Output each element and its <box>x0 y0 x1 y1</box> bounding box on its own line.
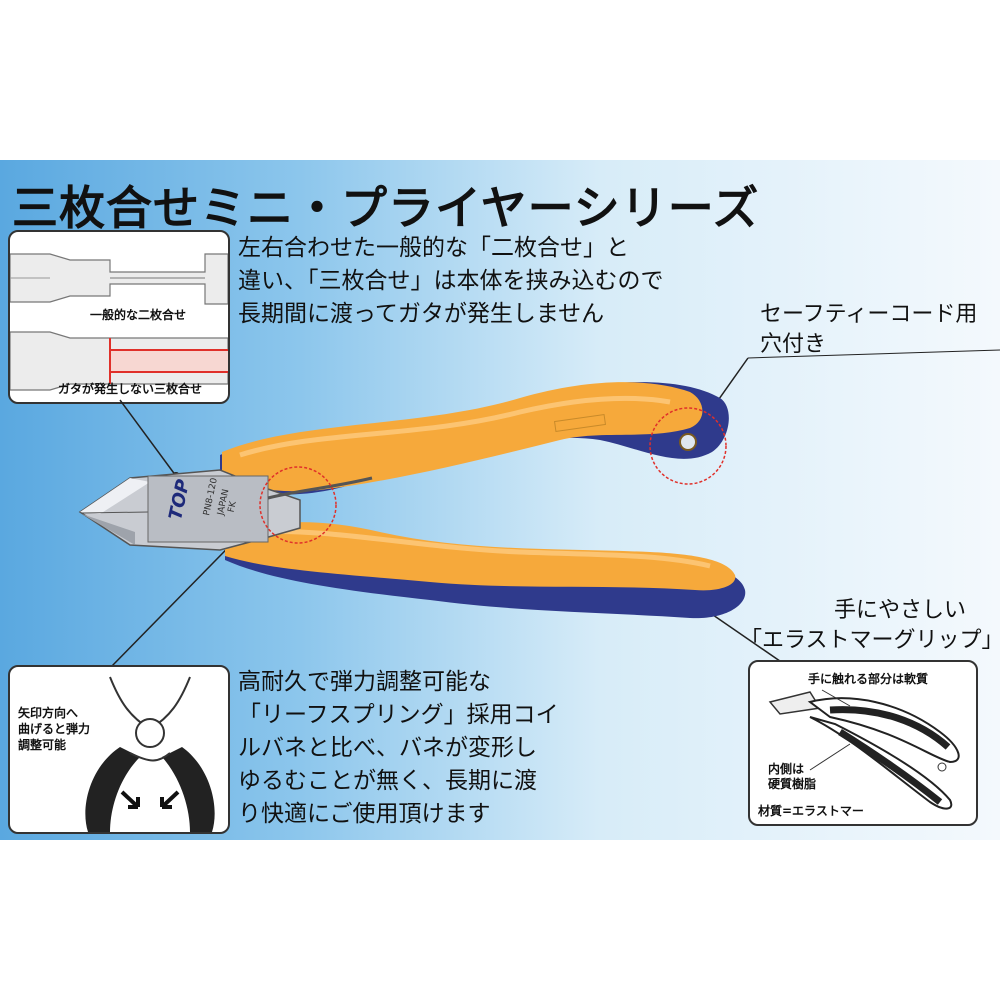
spring-adjust-inset: 矢印方向へ 曲げると弾力 調整可能 <box>8 665 230 834</box>
two-piece-joint-diagram <box>10 253 228 305</box>
safety-cord-callout: セーフティーコード用 穴付き <box>760 300 977 360</box>
pliers-head: TOP PN8-120 JAPAN FK <box>78 469 373 551</box>
lamination-description-line: 違い、「三枚合せ」は本体を挟み込むので <box>238 268 664 294</box>
hard-resin-label-line: 硬質樹脂 <box>768 777 817 791</box>
lamination-description-line: 長期間に渡ってガタが発生しません <box>238 301 605 327</box>
spring-description-line: 高耐久で弾力調整可能な <box>238 669 491 695</box>
spring-description-line: り快適にご使用頂けます <box>238 801 491 827</box>
spring-description-line: 「リーフスプリング」採用コイ <box>238 702 559 728</box>
lower-handle <box>225 522 746 619</box>
grip-callout-line: 手にやさしい <box>833 598 966 623</box>
lamination-description: 左右合わせた一般的な「二枚合せ」と 違い、「三枚合せ」は本体を挟み込むので 長期… <box>238 232 664 331</box>
spring-adjust-diagram <box>85 676 215 832</box>
spring-description: 高耐久で弾力調整可能な 「リーフスプリング」採用コイ ルバネと比べ、バネが変形し… <box>238 666 559 831</box>
spring-adjust-label-line: 矢印方向へ <box>18 706 79 720</box>
safety-cord-line: セーフティーコード用 <box>760 302 978 327</box>
material-label: 材質=エラストマー <box>758 804 864 818</box>
lamination-description-line: 左右合わせた一般的な「二枚合せ」と <box>238 235 629 261</box>
page-title: 三枚合せミニ・プライヤーシリーズ <box>12 181 760 235</box>
spring-description-line: ルバネと比べ、バネが変形し <box>238 735 537 761</box>
grip-callout-line: 「エラストマーグリップ」 <box>740 628 1000 653</box>
spring-adjust-label: 矢印方向へ 曲げると弾力 調整可能 <box>18 705 90 753</box>
hard-resin-label-line: 内側は <box>768 762 805 776</box>
three-piece-joint-diagram <box>10 331 228 391</box>
three-piece-label: ガタが発生しない三枚合せ <box>58 382 203 396</box>
safety-cord-hole <box>679 433 697 451</box>
hard-resin-label: 内側は 硬質樹脂 <box>768 762 816 792</box>
spring-description-line: ゆるむことが無く、長期に渡 <box>238 768 537 794</box>
soft-touch-label: 手に触れる部分は軟質 <box>808 672 929 686</box>
safety-cord-line: 穴付き <box>760 332 827 357</box>
safety-cord-underline <box>747 349 1000 359</box>
spring-adjust-label-line: 曲げると弾力 <box>18 722 91 736</box>
safety-cord-highlight-circle <box>649 407 727 485</box>
lamination-comparison-inset: 一般的な二枚合せ ガタが発生しない三枚合せ <box>8 230 230 404</box>
lamination-diagram <box>10 253 228 391</box>
leaf-spring <box>267 476 373 500</box>
grip-material-diagram <box>768 689 960 810</box>
arrow-right-icon <box>120 790 140 809</box>
spring-highlight-circle <box>259 466 337 544</box>
code-marking: FK <box>227 499 239 513</box>
grip-callout: 手にやさしい 「エラストマーグリップ」 <box>740 596 1000 656</box>
grip-material-inset: 手に触れる部分は軟質 内側は 硬質樹脂 材質=エラストマー <box>748 660 978 826</box>
upper-handle <box>220 382 729 495</box>
spring-adjust-label-line: 調整可能 <box>18 738 67 752</box>
two-piece-label: 一般的な二枚合せ <box>90 308 187 322</box>
lamination-leader <box>119 399 177 477</box>
arrow-left-icon <box>160 790 180 809</box>
